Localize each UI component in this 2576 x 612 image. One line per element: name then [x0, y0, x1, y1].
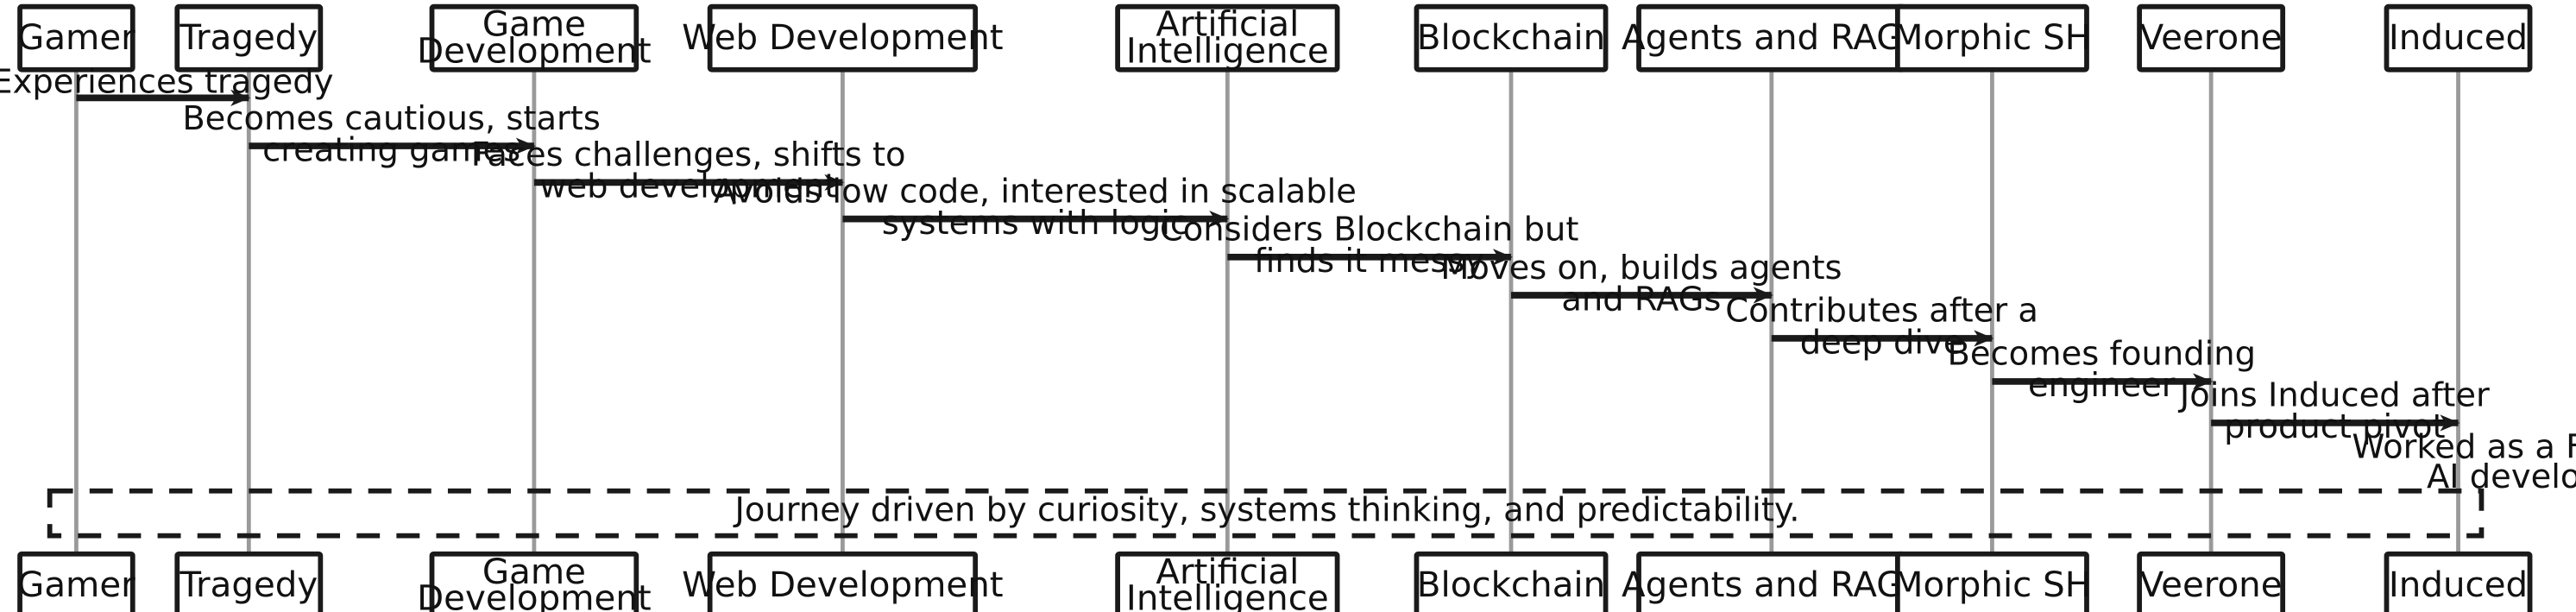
message-label-0: Experiences tragedy: [0, 63, 333, 102]
actor-label-gamer-top: Gamer: [17, 17, 135, 58]
message-label2-4: finds it messy: [1254, 242, 1484, 281]
actor-box-induced-top[interactable]: [2384, 3, 2533, 73]
actor-label-blockchain-bottom: Blockchain: [1417, 565, 1605, 605]
actor-label-agents_and_rags-top: Agents and RAGs: [1622, 17, 1922, 58]
actor-label-artificial_intelligence-top: Artificial: [1156, 4, 1299, 45]
actor-label-web_development-top: Web Development: [682, 17, 1003, 58]
actor-box-gamer-bottom[interactable]: [17, 551, 135, 612]
actor-label-induced-bottom: Induced: [2389, 565, 2528, 605]
message-label2-6: deep dive: [1800, 323, 1964, 362]
actor-box-gamer-top[interactable]: [17, 3, 135, 73]
actor-label-tragedy-bottom: Tragedy: [179, 565, 318, 605]
actor-label-web_development-bottom: Web Development: [682, 565, 1003, 605]
actor-label2-game_development-top: Development: [417, 30, 652, 71]
actor-label-gamer-bottom: Gamer: [17, 565, 135, 605]
note-box-text: Journey driven by curiosity, systems thi…: [734, 490, 1800, 529]
actor-box-morphic_sh-bottom[interactable]: [1894, 551, 2089, 612]
actor-label2-game_development-bottom: Development: [417, 578, 652, 612]
actor-box-blockchain-top[interactable]: [1414, 3, 1609, 73]
message-label2-8: product pivot: [2224, 407, 2445, 446]
actor-box-veerone-top[interactable]: [2137, 3, 2286, 73]
actor-label-veerone-bottom: Veerone: [2140, 565, 2283, 605]
actor-label-artificial_intelligence-bottom: Artificial: [1156, 552, 1299, 592]
actor-box-web_development-top[interactable]: [707, 3, 979, 73]
actor-box-blockchain-bottom[interactable]: [1414, 551, 1609, 612]
message-label-4: Considers Blockchain but: [1160, 211, 1579, 249]
actor-label2-artificial_intelligence-top: Intelligence: [1126, 30, 1329, 71]
actor-box-morphic_sh-top[interactable]: [1894, 3, 2089, 73]
actor-label-agents_and_rags-bottom: Agents and RAGs: [1622, 565, 1922, 605]
floating-note-group: Worked as a FullstackAI developer: [2352, 427, 2576, 496]
message-label2-2: web development: [539, 167, 837, 206]
actor-label-veerone-top: Veerone: [2140, 17, 2283, 58]
message-label-1: Becomes cautious, starts: [182, 99, 601, 138]
actor-label-blockchain-top: Blockchain: [1417, 17, 1605, 58]
note-box-group: Journey driven by curiosity, systems thi…: [47, 488, 2485, 539]
message-label2-3: systems with logic: [882, 204, 1188, 243]
actor-box-tragedy-top[interactable]: [174, 3, 324, 73]
note-box-border: [47, 488, 2485, 539]
message-label-2: Faces challenges, shifts to: [471, 136, 906, 174]
message-label-5: Moves on, builds agents: [1440, 249, 1842, 287]
actor-label-game_development-top: Game: [482, 4, 586, 45]
actor-box-web_development-bottom[interactable]: [707, 551, 979, 612]
message-label2-7: engineer: [2028, 366, 2176, 405]
message-label2-1: creating games: [262, 130, 520, 169]
actor-box-game_development-bottom[interactable]: [429, 551, 639, 612]
actor-label2-artificial_intelligence-bottom: Intelligence: [1126, 578, 1329, 612]
message-label-3: Avoids low code, interested in scalable: [714, 172, 1357, 211]
message-label-6: Contributes after a: [1725, 292, 2038, 331]
floating-note-line-2: AI developer: [2427, 457, 2576, 496]
actor-box-artificial_intelligence-top[interactable]: [1115, 3, 1340, 73]
actor-box-game_development-top[interactable]: [429, 3, 639, 73]
actor-box-artificial_intelligence-bottom[interactable]: [1115, 551, 1340, 612]
message-label-8: Joins Induced after: [2178, 376, 2490, 415]
actor-label-morphic_sh-bottom: Morphic SH: [1893, 565, 2091, 605]
actor-label-game_development-bottom: Game: [482, 552, 586, 592]
actor-box-induced-bottom[interactable]: [2384, 551, 2533, 612]
actor-label-morphic_sh-top: Morphic SH: [1893, 17, 2091, 58]
actor-label-induced-top: Induced: [2389, 17, 2528, 58]
message-label2-5: and RAGs: [1561, 280, 1721, 319]
actor-box-veerone-bottom[interactable]: [2137, 551, 2286, 612]
actor-label-tragedy-top: Tragedy: [179, 17, 318, 58]
message-label-7: Becomes founding: [1948, 335, 2257, 374]
actor-box-tragedy-bottom[interactable]: [174, 551, 324, 612]
floating-note-line-1: Worked as a Fullstack: [2352, 427, 2576, 466]
